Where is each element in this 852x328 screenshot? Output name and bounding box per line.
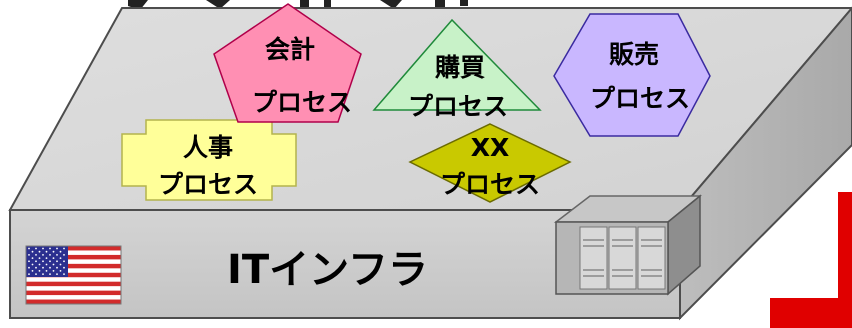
flag-star bbox=[59, 250, 62, 253]
flag-star bbox=[56, 273, 58, 275]
process-sales-shape bbox=[553, 13, 711, 137]
flag-star bbox=[59, 270, 62, 272]
flag-star bbox=[52, 250, 55, 253]
flag-star bbox=[56, 266, 58, 269]
flag-star bbox=[49, 273, 51, 275]
flag-star bbox=[42, 273, 44, 275]
flag-star bbox=[38, 257, 41, 259]
process-accounting: 会計 プロセス bbox=[213, 3, 362, 123]
flag-stripe bbox=[26, 254, 121, 260]
flag-star bbox=[52, 263, 55, 266]
flag-star bbox=[35, 247, 37, 250]
flag-star bbox=[49, 266, 51, 269]
flag-star bbox=[38, 270, 41, 272]
flag-star bbox=[56, 260, 58, 263]
process-hr-shape bbox=[121, 119, 297, 201]
process-accounting-line1: 会計 bbox=[265, 35, 315, 64]
process-xx: XX プロセス bbox=[408, 123, 572, 203]
flag-star bbox=[52, 270, 55, 272]
flag-star bbox=[45, 263, 48, 266]
flag-star bbox=[31, 250, 34, 253]
flag-star bbox=[63, 266, 65, 269]
process-xx-shape bbox=[408, 123, 572, 203]
flag-star bbox=[31, 263, 34, 266]
flag-stripe bbox=[26, 299, 121, 304]
flag-star bbox=[28, 273, 30, 275]
flag-star bbox=[56, 254, 58, 256]
flag-star bbox=[59, 257, 62, 259]
flag-star bbox=[35, 260, 37, 263]
process-hr: 人事 プロセス bbox=[121, 119, 297, 201]
process-xx-line1: XX bbox=[471, 133, 510, 162]
flag-stripe bbox=[26, 290, 121, 296]
flag-stripe bbox=[26, 263, 121, 269]
flag-star bbox=[35, 266, 37, 269]
process-purchasing-line1: 購買 bbox=[435, 53, 485, 82]
flag-star bbox=[45, 250, 48, 253]
process-xx-line2: プロセス bbox=[440, 170, 540, 199]
flag-star bbox=[28, 247, 30, 250]
process-sales: 販売 プロセス bbox=[553, 13, 711, 137]
flag-star bbox=[59, 263, 62, 266]
flag-star bbox=[42, 254, 44, 256]
flag-stripe bbox=[26, 281, 121, 287]
process-accounting-shape bbox=[213, 3, 362, 123]
flag-star bbox=[42, 247, 44, 250]
flag-star bbox=[35, 273, 37, 275]
flag-star bbox=[63, 273, 65, 275]
process-sales-line2: プロセス bbox=[590, 84, 690, 113]
flag-star bbox=[38, 250, 41, 253]
flag-star bbox=[56, 247, 58, 250]
flag-star bbox=[49, 247, 51, 250]
process-accounting-line2: プロセス bbox=[252, 88, 352, 117]
flag-star bbox=[38, 263, 41, 266]
process-purchasing-line2: プロセス bbox=[408, 92, 508, 121]
flag-star bbox=[49, 260, 51, 263]
flag-star bbox=[63, 247, 65, 250]
server-rack-icon bbox=[553, 194, 703, 296]
flag-star bbox=[31, 270, 34, 272]
flag-star bbox=[49, 254, 51, 256]
process-hr-line2: プロセス bbox=[158, 170, 258, 199]
flag-stripe bbox=[26, 272, 121, 278]
flag-star bbox=[35, 254, 37, 256]
process-purchasing-shape bbox=[372, 18, 542, 111]
process-purchasing: 購買 プロセス bbox=[372, 18, 542, 121]
flag-star bbox=[52, 257, 55, 259]
flag-star bbox=[45, 257, 48, 259]
flag-star bbox=[42, 266, 44, 269]
process-sales-line1: 販売 bbox=[609, 40, 659, 69]
flag-star bbox=[63, 260, 65, 263]
flag-star bbox=[28, 254, 30, 256]
flag-star bbox=[42, 260, 44, 263]
flag-star bbox=[45, 270, 48, 272]
flag-star bbox=[28, 260, 30, 263]
flag-star bbox=[63, 254, 65, 256]
process-hr-line1: 人事 bbox=[183, 133, 233, 162]
flag-star bbox=[28, 266, 30, 269]
us-flag-icon bbox=[25, 245, 122, 305]
flag-star bbox=[31, 257, 34, 259]
platform-label: ITインフラ bbox=[227, 247, 428, 293]
red-accent-bar bbox=[770, 192, 852, 328]
flag-stripe bbox=[26, 246, 121, 251]
